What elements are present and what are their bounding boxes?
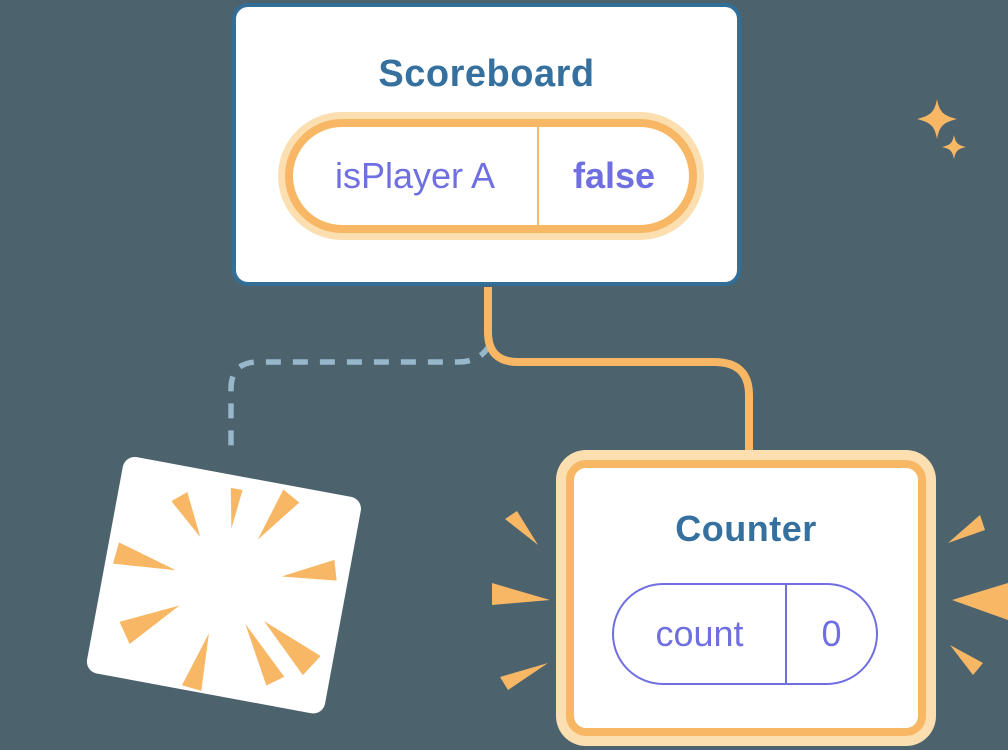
scoreboard-card: Scoreboard isPlayer A false — [232, 3, 966, 286]
pill-divider — [785, 585, 787, 683]
burst-rays-left-icon — [492, 511, 550, 690]
poof-burst-icon — [113, 487, 337, 691]
state-value: false — [572, 155, 656, 196]
pill-divider — [537, 127, 539, 225]
burst-rays-right-icon — [948, 515, 1008, 675]
destroyed-component-card — [84, 455, 363, 716]
counter-title: Counter — [675, 508, 817, 549]
state-name: count — [655, 613, 744, 654]
counter-state-pill: count 0 — [612, 583, 878, 685]
counter-card: Counter count 0 — [566, 460, 926, 736]
state-value: 0 — [821, 613, 842, 654]
scoreboard-title: Scoreboard — [378, 53, 595, 95]
sparkles-icon — [917, 99, 966, 159]
orange-connector-to-counter — [484, 287, 753, 454]
dashed-connector-to-destroyed — [228, 342, 493, 456]
state-name: isPlayer A — [334, 155, 496, 196]
scoreboard-state-pill: isPlayer A false — [285, 119, 697, 233]
